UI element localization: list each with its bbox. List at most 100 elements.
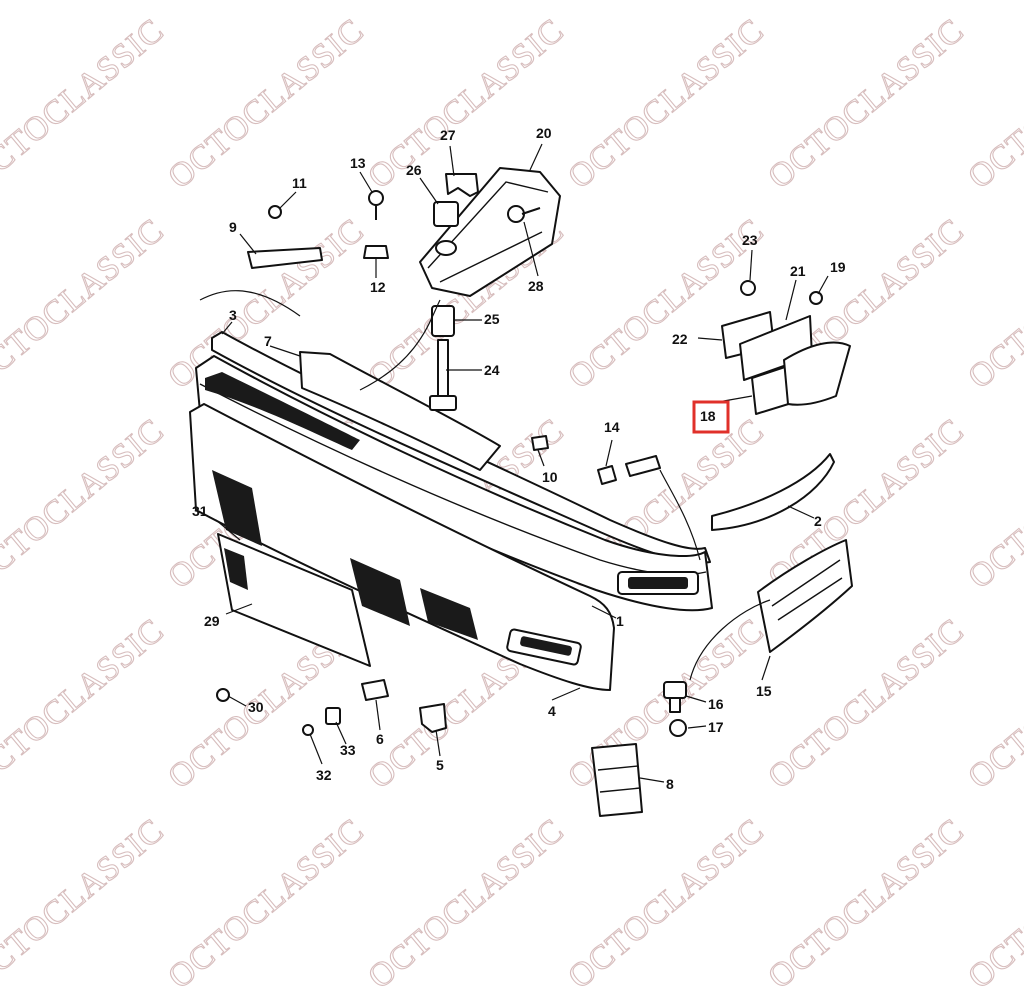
watermark-text: OCTOCLASSIC <box>761 812 971 996</box>
guide-curve-end <box>689 599 771 681</box>
callout-10: 10 <box>542 469 558 485</box>
leader-14 <box>605 439 613 467</box>
part-29-shadow <box>224 548 248 590</box>
part-1-end-slot-hole <box>628 577 688 589</box>
callout-13: 13 <box>350 155 366 171</box>
watermark-text: OCTOCLASSIC <box>361 12 571 196</box>
watermark-text: OCTOCLASSIC <box>761 612 971 796</box>
leader-9 <box>239 233 257 255</box>
callout-17: 17 <box>708 719 724 735</box>
callout-33: 33 <box>340 742 356 758</box>
callout-25: 25 <box>484 311 500 327</box>
watermark-text: OCTOCLASSIC <box>961 612 1024 796</box>
leader-19 <box>817 275 829 295</box>
part-17-nut <box>669 719 687 737</box>
watermark-text: OCTOCLASSIC <box>961 412 1024 596</box>
callout-22: 22 <box>672 331 688 347</box>
watermark-text: OCTOCLASSIC <box>0 812 171 996</box>
callout-29: 29 <box>204 613 220 629</box>
callout-3: 3 <box>229 307 237 323</box>
leader-29 <box>225 603 253 615</box>
part-15-end-cap-ribs <box>771 559 843 621</box>
watermark-text: OCTOCLASSIC <box>161 812 371 996</box>
part-20-bracket <box>419 167 561 297</box>
callout-28: 28 <box>528 278 544 294</box>
leader-30 <box>227 695 247 707</box>
part-32-screw <box>302 724 314 736</box>
callout-8: 8 <box>666 776 674 792</box>
leader-26 <box>419 177 439 205</box>
callout-18: 18 <box>700 408 716 424</box>
part-27-cap <box>445 173 479 197</box>
part-14-bolt <box>625 455 661 477</box>
part-1-beam-shadow <box>205 372 360 450</box>
callout-2: 2 <box>814 513 822 529</box>
callout-30: 30 <box>248 699 264 715</box>
callout-26: 26 <box>406 162 422 178</box>
part-29-plate-panel <box>217 533 371 667</box>
callout-4: 4 <box>548 703 556 719</box>
watermark-text: OCTOCLASSIC <box>961 212 1024 396</box>
part-10-grommet <box>531 435 549 451</box>
part-28-bolt-head <box>507 205 525 223</box>
part-7-reinforcement <box>299 351 501 471</box>
leader-10 <box>537 449 545 467</box>
part-4-lower-bumper <box>189 403 615 691</box>
part-2-side-strip <box>711 453 835 531</box>
leader-1 <box>591 605 617 619</box>
callout-21: 21 <box>790 263 806 279</box>
leader-11 <box>279 191 297 209</box>
leader-15 <box>761 655 771 681</box>
part-24-bolt-shank <box>437 339 449 399</box>
callout-12: 12 <box>370 279 386 295</box>
part-13-screw <box>368 190 384 206</box>
leader-27 <box>449 145 455 177</box>
callout-19: 19 <box>830 259 846 275</box>
part-4-shadow-right <box>420 588 478 640</box>
leader-2 <box>787 505 815 519</box>
leader-6 <box>375 699 381 731</box>
watermark-text: OCTOCLASSIC <box>961 12 1024 196</box>
callout-7: 7 <box>264 333 272 349</box>
part-28-bolt-shank <box>521 207 541 215</box>
leader-3 <box>221 321 233 335</box>
part-16-bolt-head <box>663 681 687 699</box>
part-33-nut <box>325 707 341 725</box>
part-25-spacer <box>431 305 455 337</box>
watermark-text: OCTOCLASSIC <box>0 12 171 196</box>
leader-8 <box>639 777 665 783</box>
leader-17 <box>687 725 707 729</box>
callout-11: 11 <box>292 175 307 191</box>
leader-4 <box>551 687 581 701</box>
part-4-shadow-left <box>212 470 262 546</box>
part-8-clip-detail <box>597 765 641 793</box>
leader-21 <box>785 279 797 321</box>
leader-20 <box>529 143 543 171</box>
leader-32 <box>309 733 323 765</box>
callout-1: 1 <box>616 613 624 629</box>
watermark-text: OCTOCLASSIC <box>561 12 771 196</box>
callout-23: 23 <box>742 232 758 248</box>
part-4-shadow-mid <box>350 558 410 626</box>
part-18-mount <box>783 341 851 406</box>
watermark-text: OCTOCLASSIC <box>961 812 1024 996</box>
part-30-screw <box>216 688 230 702</box>
part-19-screw <box>809 291 823 305</box>
callout-24: 24 <box>484 362 500 378</box>
part-26-block <box>433 201 459 227</box>
callout-31: 31 <box>192 503 208 519</box>
part-23-screw <box>740 280 756 296</box>
part-6-clip <box>361 679 389 701</box>
part-20-bracket-fold <box>427 181 549 283</box>
guide-curve-left <box>199 290 301 317</box>
watermark-text: OCTOCLASSIC <box>761 12 971 196</box>
part-8-clip-set <box>591 743 643 817</box>
callout-labels: 1 2 3 4 5 6 7 8 9 10 11 12 13 14 15 16 1… <box>192 125 846 792</box>
callout-15: 15 <box>756 683 772 699</box>
callout-9: 9 <box>229 219 237 235</box>
highlight-box-18 <box>692 400 730 434</box>
leader-23 <box>749 249 753 281</box>
part-11-screw <box>268 205 282 219</box>
part-16-bolt-shank <box>669 697 681 713</box>
callout-5: 5 <box>436 757 444 773</box>
